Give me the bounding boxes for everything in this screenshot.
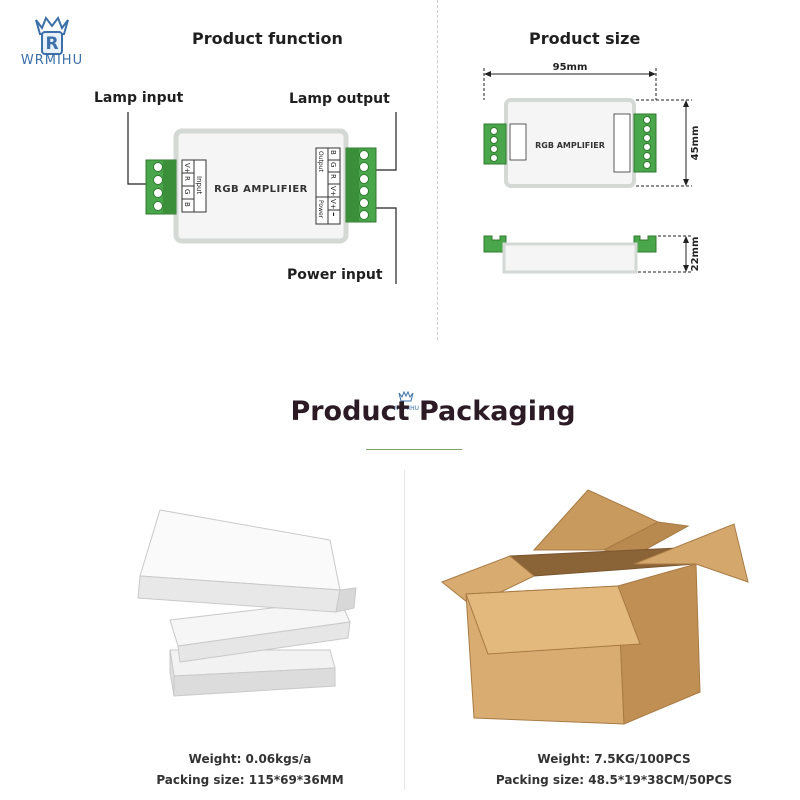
output-header: Output [317,151,324,172]
output-pin-3: B [329,150,337,155]
length-label: 95mm [553,62,588,73]
small-brand-logo-icon: WRMIHU [393,390,419,412]
output-pin-2: G [329,162,337,167]
output-pin-labels: B G R V+ V+ – Output Power [315,147,341,225]
side-view-device [483,235,657,274]
output-terminal [345,147,377,223]
input-header: Input [195,176,203,194]
power-input-label: Power input [287,267,383,283]
input-terminal [145,159,177,215]
carton-box-image [441,489,749,725]
device-label: RGB AMPLIFIER [214,184,308,195]
carton-size: Packing size: 48.5*19*38CM/50PCS [495,773,733,787]
small-logo-text: WRMIHU [393,405,419,412]
width-label: 45mm [690,126,701,161]
single-size: Packing size: 115*69*36MM [156,773,344,787]
packaging-underline [366,449,462,450]
packaging-title: Product Packaging [290,396,576,427]
input-pin-1: R [183,176,191,181]
single-weight: Weight: 0.06kgs/a [188,752,312,766]
svg-text:R: R [45,34,58,54]
input-pin-3: B [183,202,191,207]
input-pin-2: G [183,189,191,194]
carton-weight: Weight: 7.5KG/100PCS [537,752,691,766]
brand-logo: R WRMIHU [12,12,92,68]
product-function-title: Product function [192,29,343,48]
product-size-title: Product size [529,29,641,48]
crown-r-logo-icon: R [35,15,69,55]
size-output-strip [613,113,631,173]
input-pin-0: V+ [183,163,191,174]
power-header: Power [317,200,324,219]
logo-text: WRMIHU [20,53,84,68]
size-input-terminal [483,123,507,165]
input-pin-labels: V+ R G B Input [181,159,207,213]
size-input-strip [509,123,527,161]
lamp-input-label: Lamp input [94,90,184,106]
function-diagram: V+ R G B Input B G R V+ V+ – Output Powe… [127,112,397,284]
top-divider [437,0,438,340]
white-boxes-image [137,509,357,697]
packaging-divider [404,470,405,790]
output-pin-1: R [329,174,337,179]
lamp-output-label: Lamp output [289,91,390,107]
lamp-input-callout [127,112,150,185]
power-pin-0: V+ [329,199,337,210]
size-output-terminal [633,113,657,173]
output-pin-0: V+ [329,186,337,197]
size-diagram: 95mm RGB AMPLIFIER 45mm 22mm [483,62,701,274]
power-input-callout [375,207,397,284]
power-pin-1: – [328,212,338,217]
lamp-output-callout [375,112,397,171]
height-label: 22mm [690,237,701,272]
size-device-label: RGB AMPLIFIER [535,141,605,150]
